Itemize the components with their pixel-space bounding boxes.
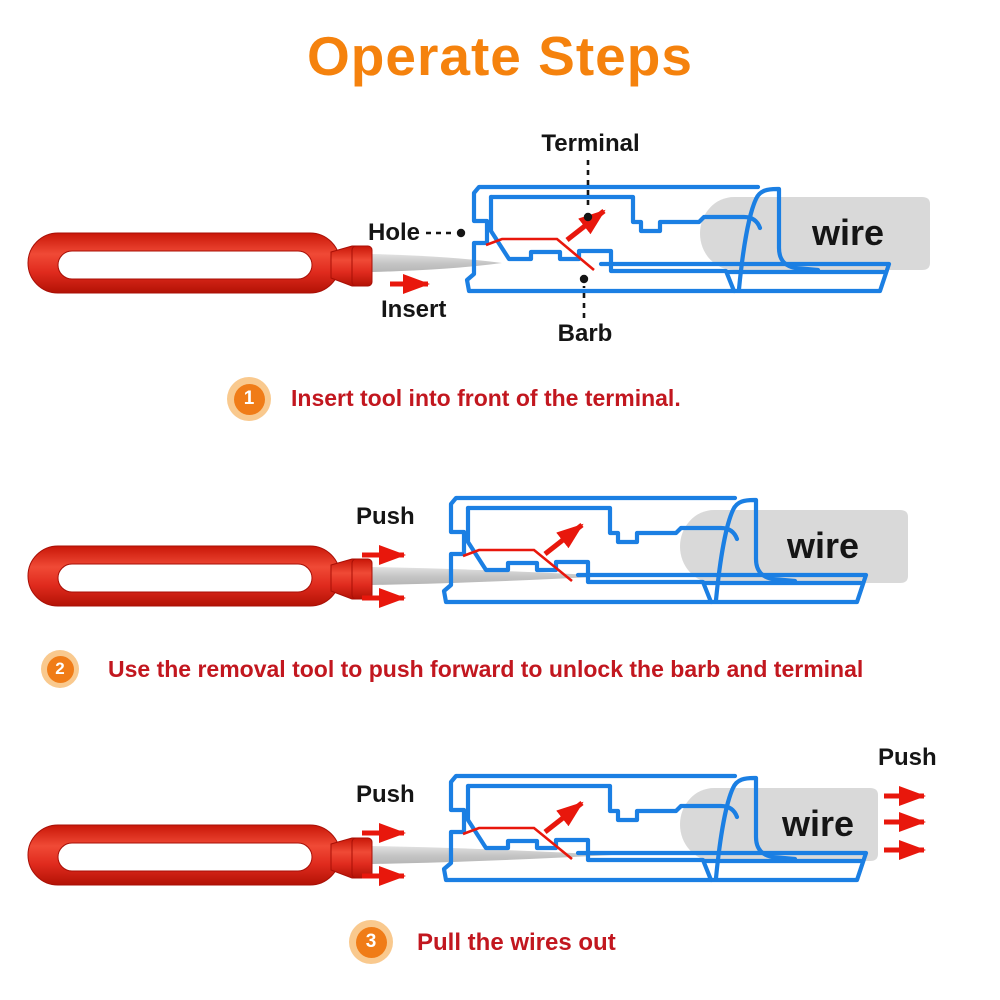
- terminal-label: Terminal: [541, 130, 640, 157]
- step-2-badge: 2: [41, 650, 79, 688]
- wire-block: [680, 510, 908, 583]
- wire-label: wire: [811, 212, 885, 253]
- push-label: Push: [356, 503, 415, 530]
- step-3-badge: 3: [349, 920, 393, 964]
- diagram-1-art: [27, 160, 930, 318]
- removal-tool: [27, 545, 373, 607]
- push-label: Push: [878, 744, 937, 771]
- diagram-3-art: [27, 776, 926, 886]
- tool-blade: [372, 254, 502, 272]
- step-1-text: Insert tool into front of the terminal.: [291, 385, 681, 411]
- insert-label: Insert: [381, 296, 447, 323]
- step-1-badge: 1: [227, 377, 271, 421]
- wire-label: wire: [786, 525, 860, 566]
- wire-block: [700, 197, 930, 270]
- barb-label: Barb: [557, 320, 613, 347]
- diagram-2-art: [27, 498, 908, 608]
- step-2-number: 2: [46, 655, 74, 683]
- page-title: Operate Steps: [307, 25, 693, 87]
- step-2-text: Use the removal tool to push forward to …: [108, 656, 864, 682]
- step-3-number: 3: [355, 926, 387, 958]
- hole-label: Hole: [367, 219, 420, 246]
- removal-tool: [27, 824, 373, 886]
- removal-tool: [27, 232, 373, 294]
- tool-blade: [372, 567, 612, 585]
- step-3-text: Pull the wires out: [417, 929, 616, 956]
- wire-label: wire: [781, 803, 855, 844]
- push-label: Push: [356, 781, 415, 808]
- step-1-number: 1: [233, 383, 265, 415]
- tool-blade: [372, 846, 612, 864]
